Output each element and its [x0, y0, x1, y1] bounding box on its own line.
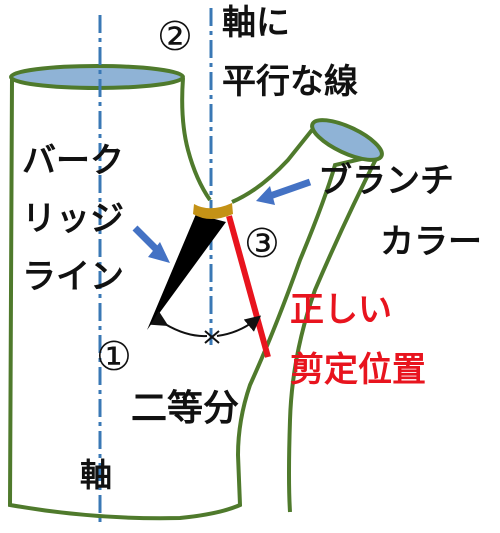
label-branch-collar-2: カラー: [380, 222, 482, 262]
label-circle-2: ②: [157, 14, 193, 60]
trunk-outline: [7, 77, 382, 521]
correct-cut-line: [226, 215, 271, 358]
label-axis-parallel-line-2: 平行な線: [222, 62, 358, 102]
label-bark-ridge-line-2: リッジ: [22, 199, 124, 239]
trunk-left-branch-edge: [180, 77, 212, 202]
label-correct-pruning-position-1: 正しい: [290, 290, 392, 330]
trunk-top-rim: [9, 64, 185, 90]
branch-end-rim: [310, 118, 384, 162]
label-bark-ridge-line-3: ライン: [22, 257, 124, 297]
bisect-midpoint-tick: [204, 330, 220, 344]
bark-ridge-cap: [193, 203, 233, 219]
label-bisection: 二等分: [131, 388, 240, 429]
arrow-to-branch-collar: [256, 178, 312, 205]
label-bark-ridge-line-1: バーク: [22, 141, 124, 181]
bisect-arc-right: [216, 315, 262, 337]
label-axis: 軸: [80, 456, 113, 494]
label-axis-parallel-line-1: 軸に: [222, 3, 290, 43]
label-circle-1: ①: [96, 334, 132, 380]
trunk-branch-crotch: [231, 128, 314, 204]
label-correct-pruning-position-2: 剪定位置: [290, 350, 426, 390]
bisect-arc-left: [150, 311, 208, 338]
arrow-to-bark-ridge: [132, 225, 170, 263]
label-branch-collar-1: ブランチ: [318, 161, 454, 201]
label-circle-3: ③: [244, 221, 280, 267]
bark-ridge-wedge: [147, 214, 226, 330]
